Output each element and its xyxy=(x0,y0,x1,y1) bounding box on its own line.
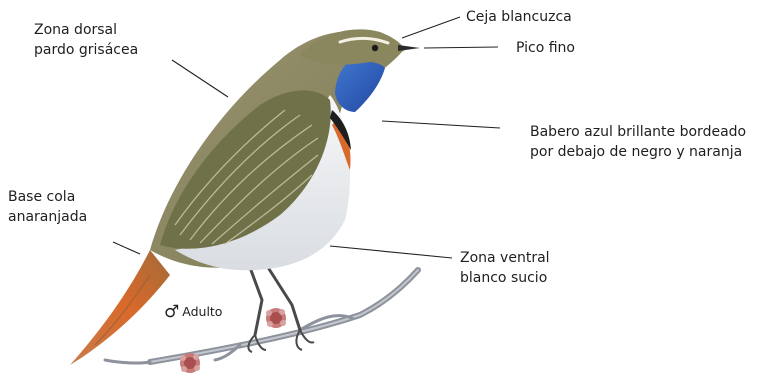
leader-line-dorsal xyxy=(172,60,228,97)
label-beak-text: Pico fino xyxy=(516,38,575,58)
leader-line-tail xyxy=(113,242,140,254)
leader-line-eyebrow xyxy=(402,17,460,38)
label-ventral: Zona ventral blanco sucio xyxy=(460,248,550,288)
label-ventral-line1: Zona ventral xyxy=(460,248,550,268)
leader-line-bib xyxy=(382,121,500,128)
flower-bud-icon xyxy=(266,308,286,328)
male-symbol-icon: ♂ xyxy=(164,302,179,322)
sex-age-text: Adulto xyxy=(182,304,222,319)
flower-bud-icon xyxy=(180,353,200,373)
label-beak: Pico fino xyxy=(516,38,575,58)
label-bib: Babero azul brillante bordeado por debaj… xyxy=(530,122,746,162)
leader-line-beak xyxy=(424,47,498,48)
label-eyebrow-text: Ceja blancuzca xyxy=(466,7,572,27)
label-tail: Base cola anaranjada xyxy=(8,187,87,227)
label-dorsal-line2: pardo grisácea xyxy=(34,40,138,60)
label-dorsal: Zona dorsal pardo grisácea xyxy=(34,20,138,60)
leader-line-ventral xyxy=(330,246,452,258)
label-ventral-line2: blanco sucio xyxy=(460,268,550,288)
label-eyebrow: Ceja blancuzca xyxy=(466,7,572,27)
label-bib-line2: por debajo de negro y naranja xyxy=(530,142,746,162)
sex-age-label: ♂Adulto xyxy=(164,302,222,322)
label-dorsal-line1: Zona dorsal xyxy=(34,20,138,40)
bluethroat-illustration xyxy=(70,29,420,365)
label-tail-line2: anaranjada xyxy=(8,207,87,227)
label-tail-line1: Base cola xyxy=(8,187,87,207)
label-bib-line1: Babero azul brillante bordeado xyxy=(530,122,746,142)
